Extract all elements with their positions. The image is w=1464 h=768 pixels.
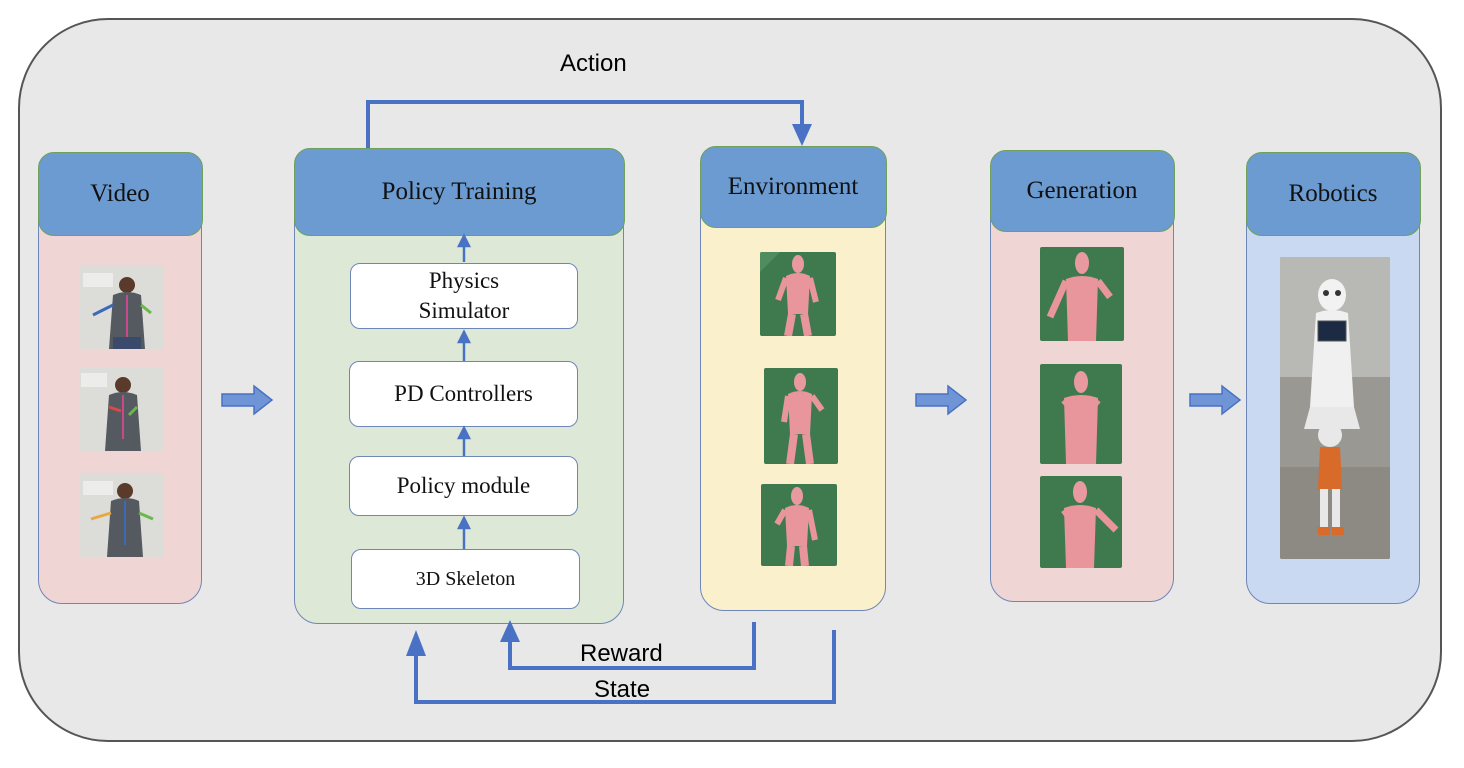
video-frame-2 xyxy=(79,367,163,451)
physics-simulator-box: Physics Simulator xyxy=(350,263,578,329)
pd-controllers-box: PD Controllers xyxy=(349,361,578,427)
policy-training-header: Policy Training xyxy=(293,147,625,236)
policy-internal-arrows xyxy=(456,233,472,549)
policy-module-box: Policy module xyxy=(349,456,578,516)
video-header: Video xyxy=(37,151,203,236)
generation-header: Generation xyxy=(989,149,1175,232)
robot-photo xyxy=(1280,257,1390,559)
reward-label: Reward xyxy=(580,640,663,667)
environment-title: Environment xyxy=(727,172,859,200)
robotics-header: Robotics xyxy=(1245,151,1421,236)
robotics-title: Robotics xyxy=(1288,179,1378,207)
generation-render-1 xyxy=(1040,247,1124,341)
state-connector xyxy=(414,630,836,704)
pd-controllers-label: PD Controllers xyxy=(394,381,533,407)
physics-simulator-label: Physics Simulator xyxy=(418,268,510,323)
state-arrowhead xyxy=(406,630,426,656)
right-arrow-icon xyxy=(221,384,274,416)
action-label: Action xyxy=(560,50,627,77)
skeleton-box: 3D Skeleton xyxy=(351,549,580,609)
video-frame-1 xyxy=(79,265,163,349)
action-arrowhead xyxy=(792,124,812,146)
policy-module-label: Policy module xyxy=(396,473,531,499)
environment-header: Environment xyxy=(699,145,887,228)
generation-title: Generation xyxy=(1026,176,1138,204)
environment-render-2 xyxy=(764,368,838,464)
environment-render-3 xyxy=(761,484,837,566)
reward-arrowhead xyxy=(500,620,520,642)
state-label: State xyxy=(594,676,651,703)
video-title: Video xyxy=(90,179,150,207)
environment-render-1 xyxy=(760,252,836,336)
right-arrow-icon xyxy=(1189,384,1242,416)
video-panel: Video xyxy=(37,151,203,604)
action-connector xyxy=(366,100,804,148)
reward-connector xyxy=(508,622,756,670)
video-frame-3 xyxy=(79,473,163,557)
skeleton-label: 3D Skeleton xyxy=(415,568,516,590)
right-arrow-icon xyxy=(915,384,968,416)
generation-render-3 xyxy=(1040,476,1122,568)
policy-training-title: Policy Training xyxy=(381,177,537,205)
generation-render-2 xyxy=(1040,364,1122,464)
